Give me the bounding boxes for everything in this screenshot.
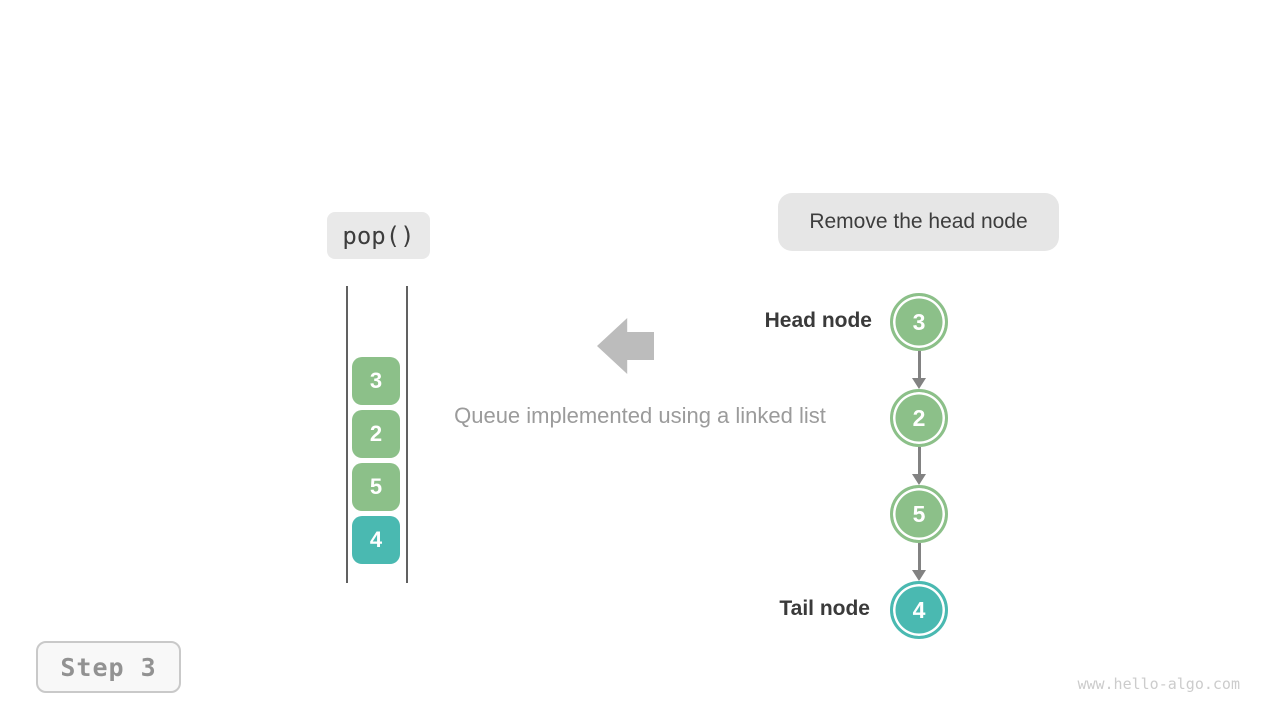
queue-cell: 2 <box>352 410 400 458</box>
diagram-caption: Queue implemented using a linked list <box>454 403 826 428</box>
watermark: www.hello-algo.com <box>1077 675 1240 693</box>
queue-cell: 5 <box>352 463 400 511</box>
queue-cell: 3 <box>352 357 400 405</box>
pop-operation-text: pop() <box>342 221 415 250</box>
down-arrow-icon <box>912 447 926 485</box>
arrow-head <box>912 570 926 581</box>
linked-list-node: 3 <box>890 293 948 351</box>
tail-node-label: Tail node <box>779 597 870 620</box>
queue-cell: 4 <box>352 516 400 564</box>
down-arrow-icon <box>912 543 926 581</box>
queue-container-right-rail <box>406 286 408 583</box>
arrow-head <box>912 378 926 389</box>
callout-text: Remove the head node <box>809 210 1028 233</box>
step-badge: Step 3 <box>36 641 181 693</box>
arrow-line <box>917 447 921 474</box>
pop-operation-label: pop() <box>327 212 430 259</box>
arrow-line <box>917 543 921 570</box>
arrow-line <box>917 351 921 378</box>
linked-list-node: 2 <box>890 389 948 447</box>
step-badge-text: Step 3 <box>60 652 157 682</box>
queue-container-left-rail <box>346 286 348 583</box>
callout-box: Remove the head node <box>778 193 1059 251</box>
linked-list-node: 4 <box>890 581 948 639</box>
arrow-head <box>912 474 926 485</box>
left-block-arrow-icon <box>597 318 654 374</box>
down-arrow-icon <box>912 351 926 389</box>
head-node-label: Head node <box>764 309 872 332</box>
linked-list-node: 5 <box>890 485 948 543</box>
